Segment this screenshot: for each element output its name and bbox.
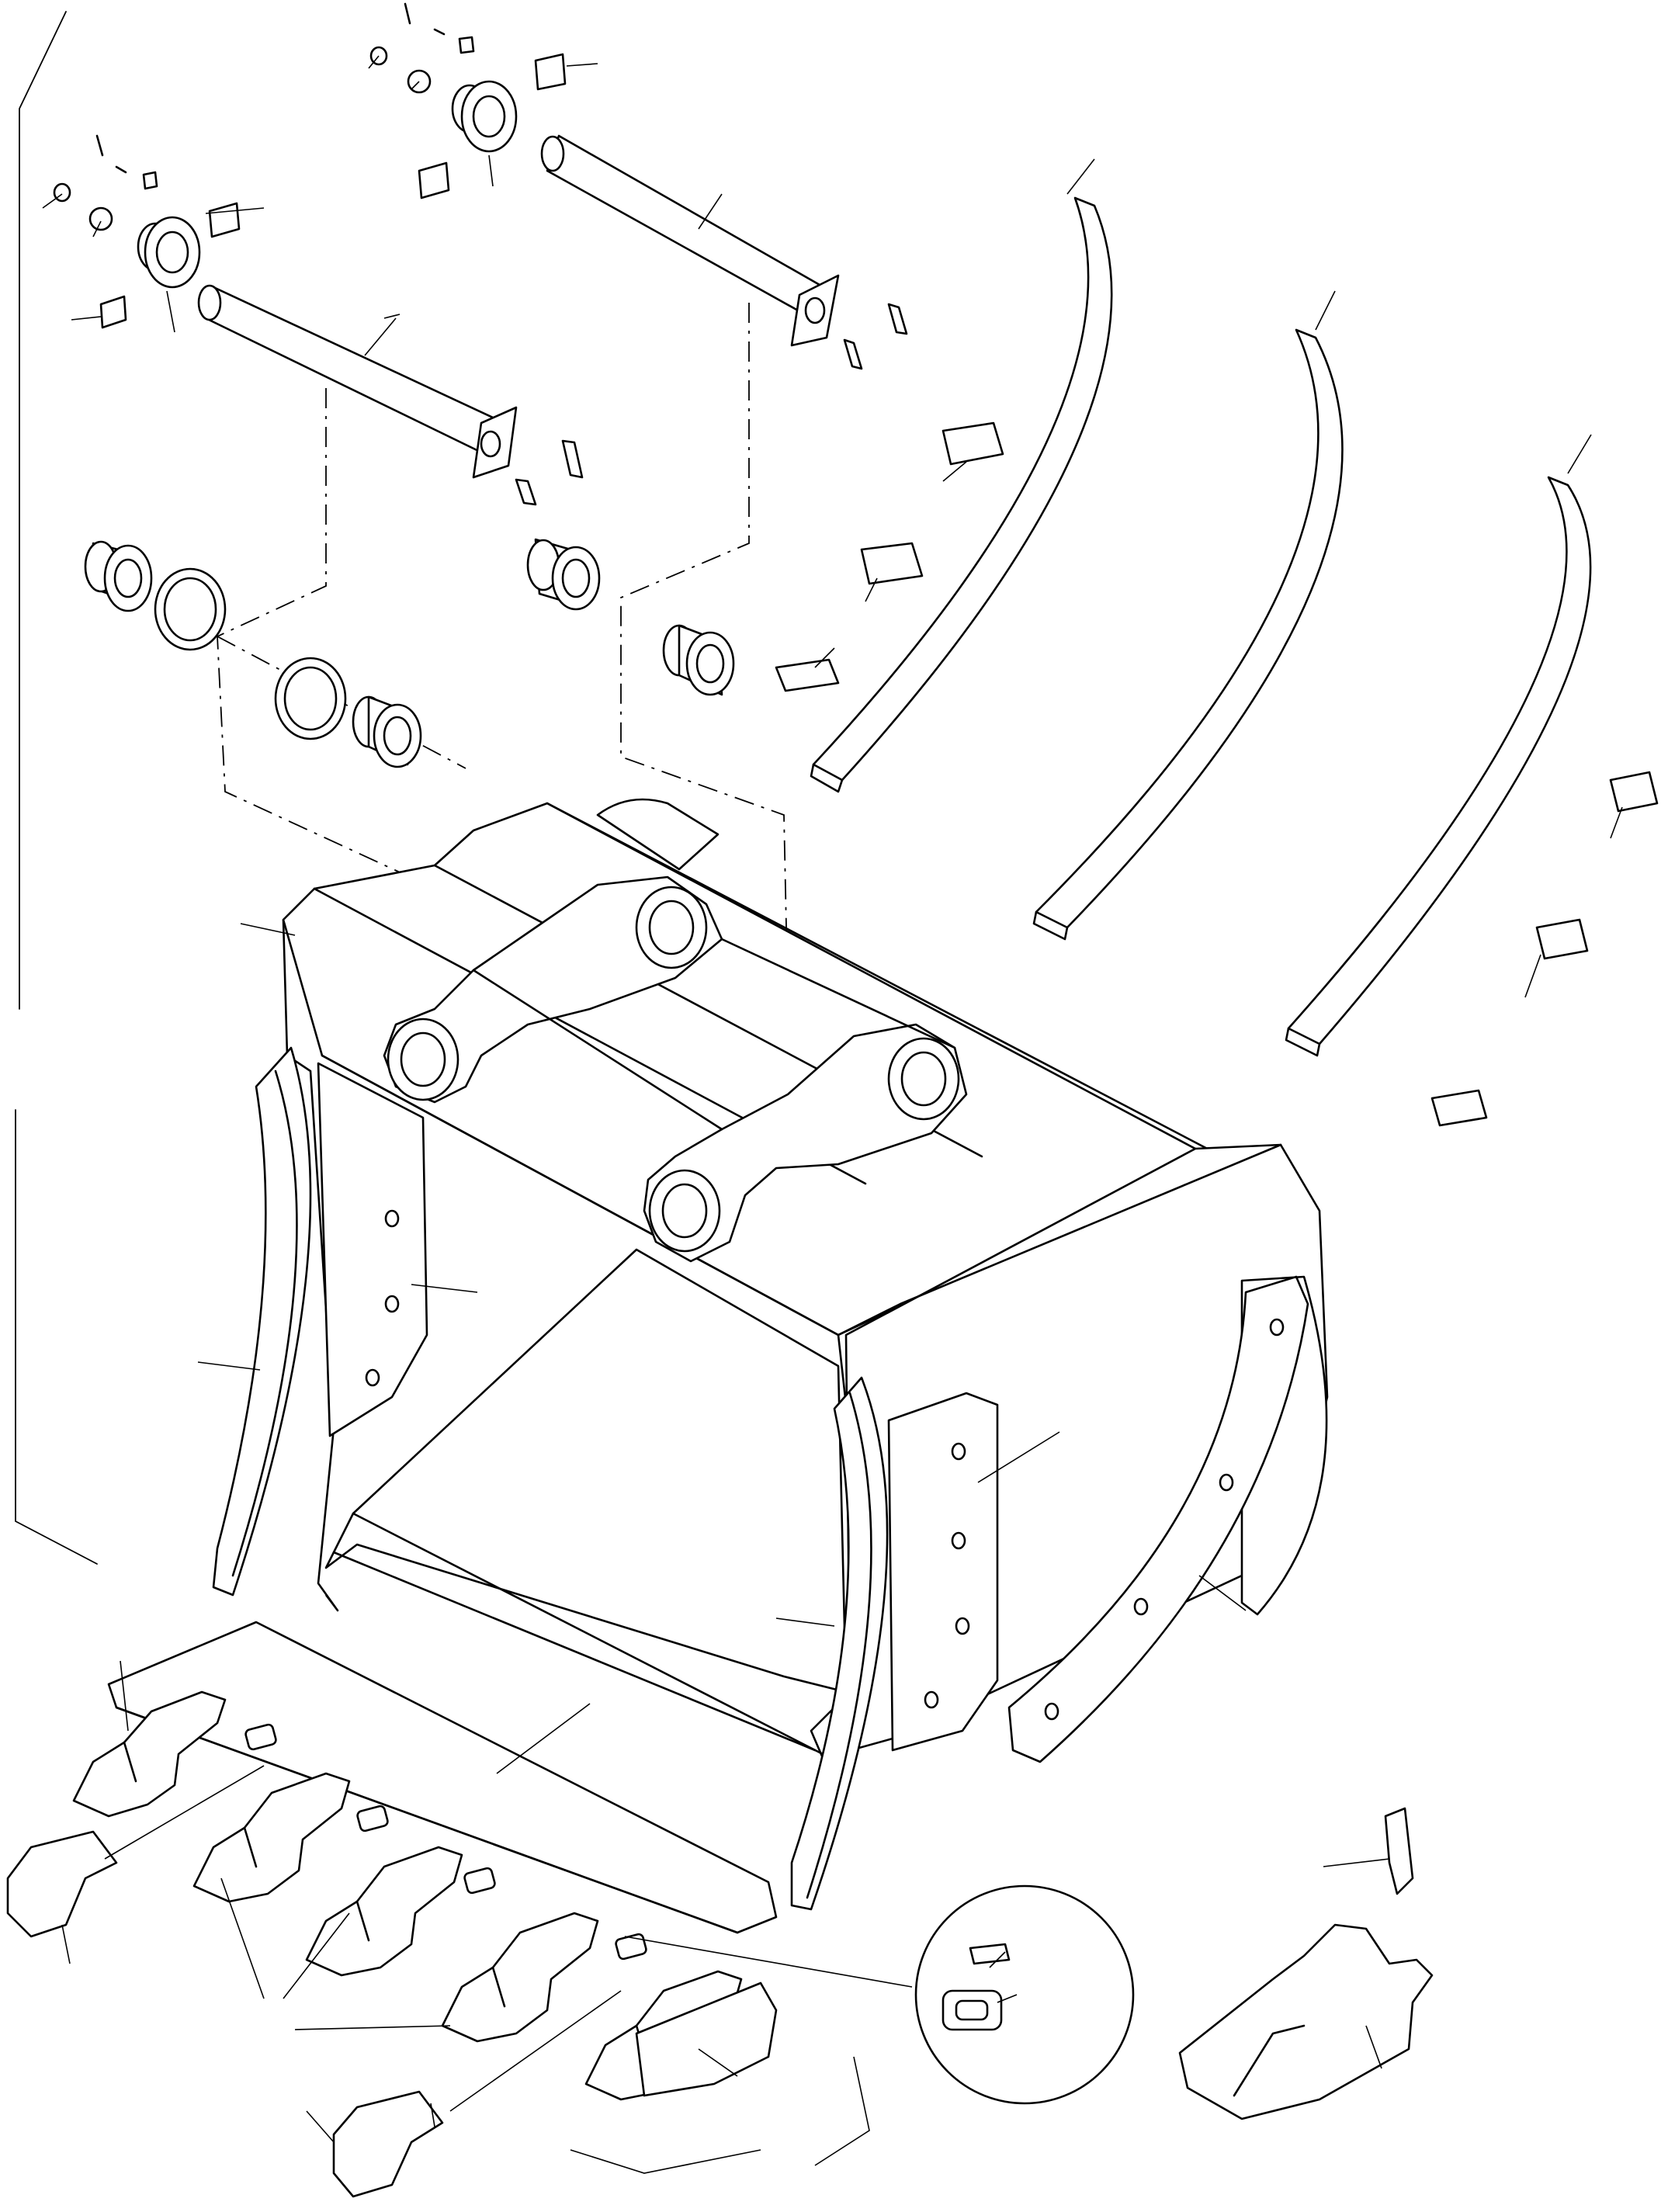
tooth (441, 1912, 599, 2043)
flange-bushing-right (451, 80, 518, 153)
pin-assembly-left (53, 134, 584, 506)
wear-plate-left (317, 1062, 428, 1437)
tooth-cap (6, 1830, 118, 1938)
wear-strip-3 (1285, 476, 1592, 1057)
bushing (84, 540, 153, 612)
wear-strip-1 (810, 196, 1113, 793)
bushing (526, 538, 601, 611)
lock-slots (244, 1723, 647, 1961)
spare-tooth (1178, 1807, 1434, 2120)
key (887, 303, 908, 335)
cotter-pin (95, 134, 104, 157)
nut (88, 206, 113, 231)
detail-circle (624, 1884, 1135, 2105)
wear-plate-outer (1007, 1275, 1309, 1763)
wear-plates (317, 1062, 1309, 1763)
top-cross-tube (596, 798, 720, 871)
wedge (1384, 1807, 1414, 1895)
key (843, 338, 863, 370)
shim-block (99, 295, 127, 329)
seal-ring (154, 567, 227, 651)
bucket-teeth (72, 1690, 778, 2101)
pin-small (458, 36, 475, 54)
tooth-caps (6, 1830, 444, 2198)
bushing (662, 624, 735, 696)
seal-ring (274, 657, 347, 740)
linkage-boss-plates (383, 875, 968, 1263)
lock-pin (969, 1943, 1011, 1965)
retainer (942, 1989, 1003, 2031)
boss-hole (648, 1169, 721, 1253)
pin-right (540, 134, 840, 347)
pin-small (142, 171, 158, 190)
boss-hole (387, 1018, 459, 1101)
pin-left (197, 284, 518, 479)
flange-bushing-left (137, 216, 201, 289)
shim-block (534, 53, 567, 91)
bushing (352, 695, 422, 768)
boss-hole (887, 1037, 960, 1121)
wear-pads (775, 421, 1659, 1127)
key (515, 478, 537, 506)
tooth-cap (332, 2090, 444, 2198)
drawing-border (15, 11, 98, 1565)
boss-plate-right (643, 1023, 968, 1263)
pin-assembly-right (369, 2, 908, 370)
tooth (192, 1772, 351, 1903)
side-cutter-left (212, 1046, 312, 1597)
boss-hole (635, 886, 708, 969)
wear-strip-2 (1032, 328, 1344, 941)
side-cutter-right (790, 1376, 889, 1911)
wear-plate-right (887, 1392, 999, 1752)
key (561, 439, 584, 479)
tooth (305, 1846, 463, 1977)
bushings-rings (84, 538, 735, 768)
wear-strips (810, 196, 1592, 1057)
bucket-floor (324, 1248, 848, 1694)
leader-lines (42, 55, 1623, 2174)
shim-block (208, 202, 241, 238)
shim-block (418, 161, 450, 199)
tooth (72, 1690, 227, 1818)
corner-adapter (635, 1981, 778, 2097)
cotter-pin (404, 2, 411, 25)
